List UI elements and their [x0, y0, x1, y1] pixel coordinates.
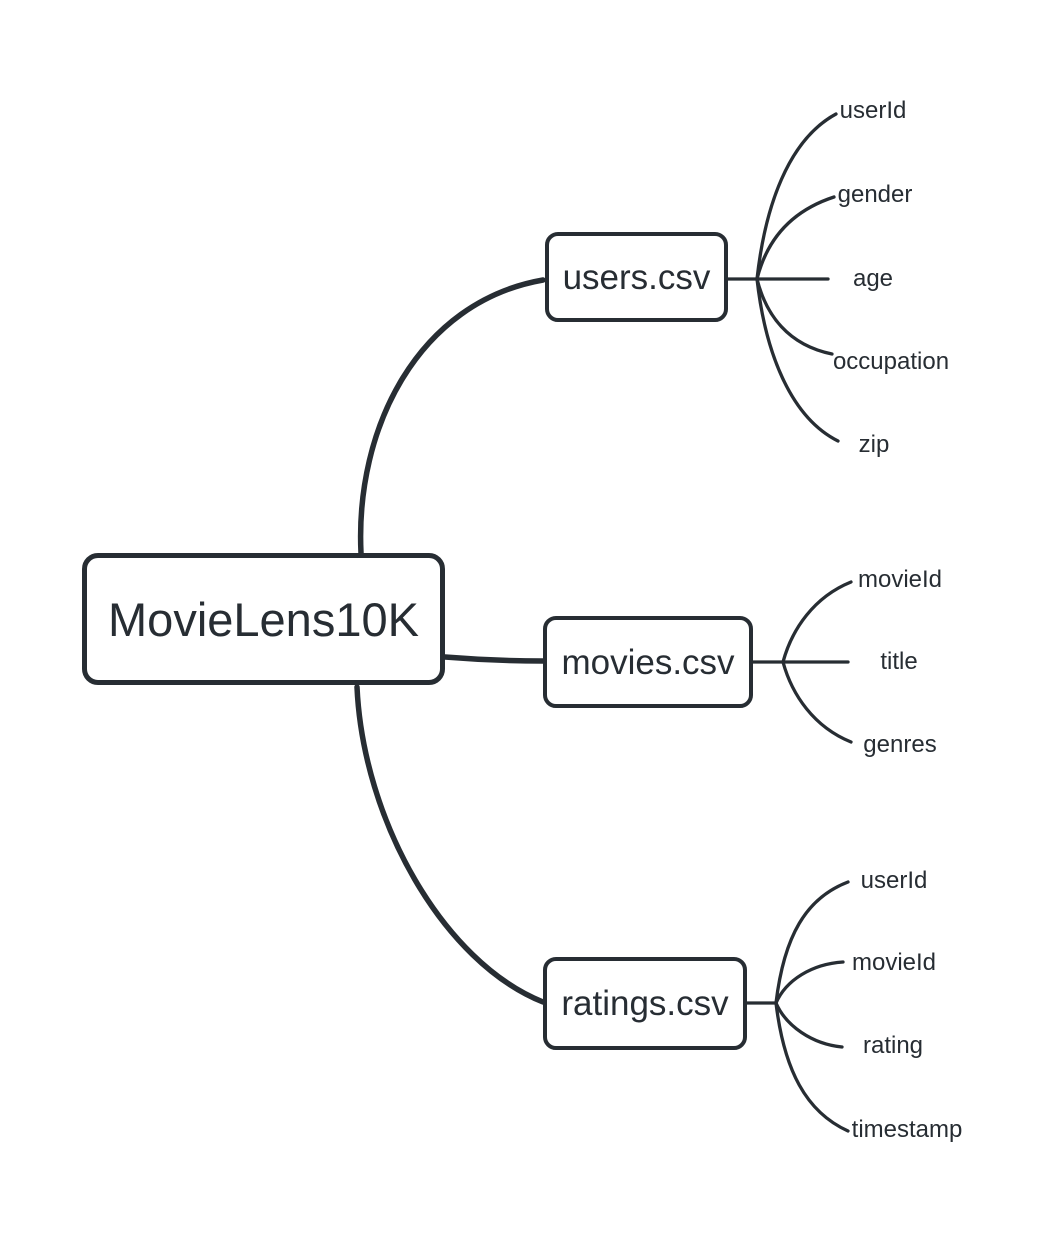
edge-users-zip — [755, 277, 840, 443]
leaf-movies-genres: genres — [863, 731, 937, 758]
edge-movies-movieid — [781, 580, 853, 664]
edge-users-occupation — [755, 277, 834, 356]
leaf-users-age: age — [852, 265, 894, 292]
leaf-ratings-movieid: movieId — [851, 949, 937, 976]
leaf-ratings-timestamp: timestamp — [851, 1116, 963, 1143]
node-movielens10k: MovieLens10K — [82, 553, 445, 685]
leaf-users-userid: userId — [839, 97, 907, 124]
node-ratings-csv-label: ratings.csv — [561, 984, 729, 1023]
edge-movies-genres — [781, 660, 853, 744]
leaf-users-gender: gender — [837, 181, 913, 208]
node-movies-csv: movies.csv — [543, 616, 753, 708]
edge-users-gender — [755, 195, 836, 281]
leaf-ratings-rating: rating — [862, 1032, 924, 1059]
node-users-csv: users.csv — [545, 232, 728, 322]
edge-root-ratings — [354, 684, 546, 1005]
edge-ratings-userid — [774, 880, 850, 1005]
edge-ratings-timestamp — [774, 1001, 850, 1133]
edge-ratings-movieid — [774, 960, 845, 1005]
edge-root-users — [357, 277, 546, 556]
leaf-ratings-userid: userId — [860, 867, 928, 894]
node-movielens10k-label: MovieLens10K — [108, 592, 419, 646]
edge-users-userid — [755, 112, 838, 281]
node-ratings-csv: ratings.csv — [543, 957, 747, 1050]
node-users-csv-label: users.csv — [562, 257, 711, 297]
leaf-users-zip: zip — [858, 431, 890, 458]
node-movies-csv-label: movies.csv — [561, 642, 735, 682]
edge-root-movies — [442, 654, 546, 664]
leaf-users-occupation: occupation — [832, 348, 950, 375]
leaf-movies-movieid: movieId — [857, 566, 943, 593]
edge-ratings-rating — [774, 1001, 844, 1049]
leaf-movies-title: title — [880, 648, 918, 675]
